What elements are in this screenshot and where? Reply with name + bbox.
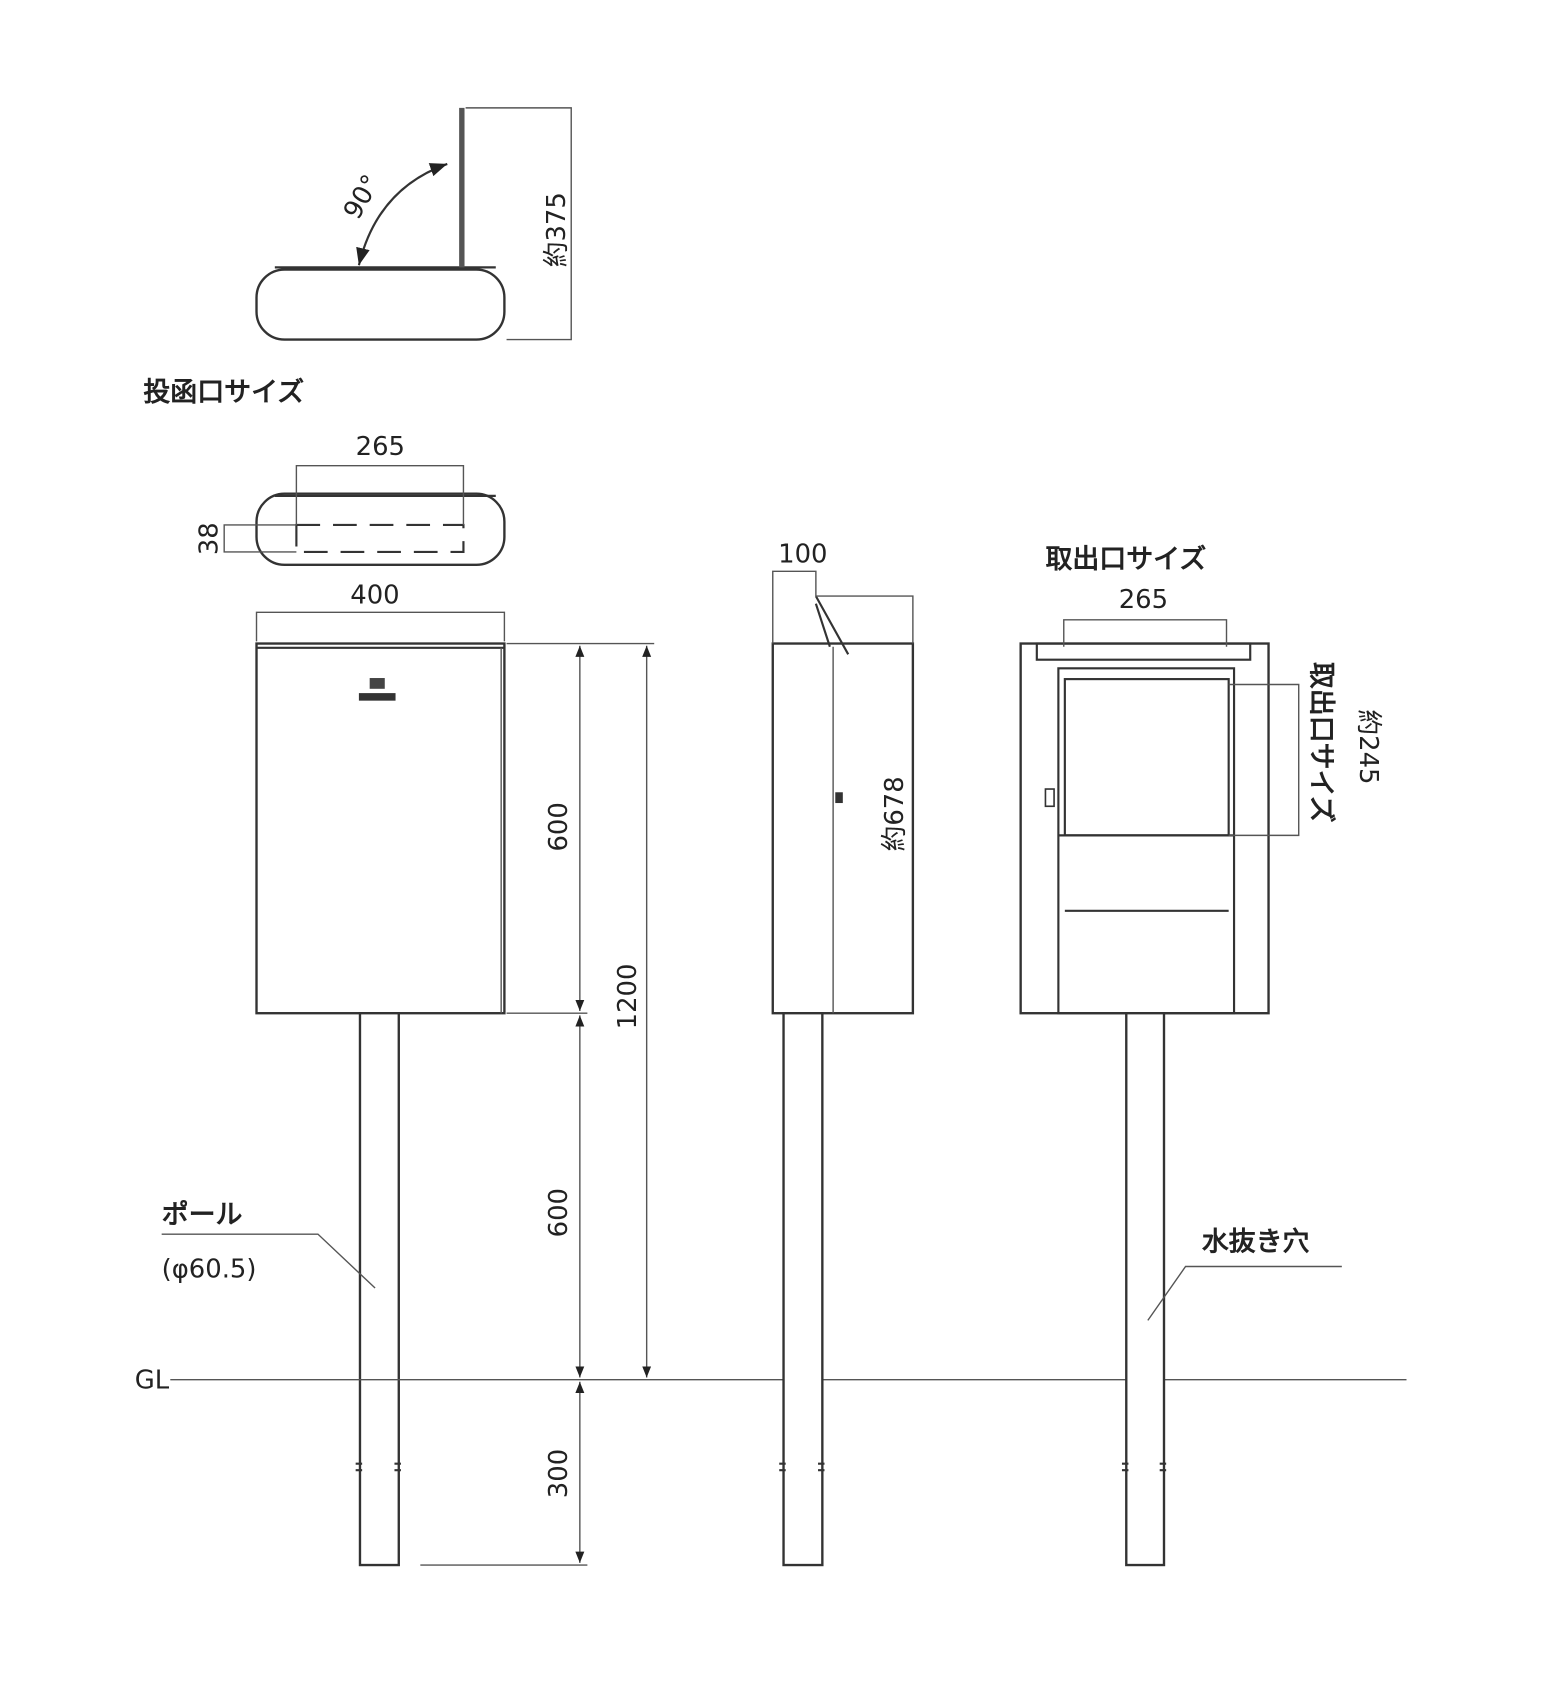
slot-height-label: 38 [195,522,225,555]
insert-slot-title: 投函口サイズ [143,376,304,408]
open-height-label: 約375 [542,192,572,267]
pole-label: ポール [162,1199,243,1230]
front-view: 600 600 1200 300 ポール (φ60.5) GL [135,642,1407,1567]
ground-level-label: GL [135,1365,170,1395]
insert-slot-view: 265 38 400 [195,432,506,642]
buried-depth-label: 300 [544,1449,574,1498]
body-width-label: 400 [350,581,399,611]
drain-hole-label: 水抜き穴 [1202,1226,1310,1257]
brand-logo [358,678,396,701]
outlet-side-title: 取出口サイズ [1306,662,1338,823]
pole-diameter-label: (φ60.5) [162,1254,257,1284]
slot-width-label: 265 [356,432,405,462]
back-view: 取出口サイズ 265 取出口サイズ 約245 水抜き穴 [1019,543,1383,1567]
outlet-title: 取出口サイズ [1045,543,1206,575]
depth-label: 100 [778,540,827,570]
open-height-label: 約678 [880,776,910,851]
side-view: 100 約678 [771,540,915,1567]
outlet-height-label: 約245 [1353,709,1383,784]
upper-height-label: 600 [544,802,574,851]
total-height-label: 1200 [613,964,643,1030]
outlet-width-label: 265 [1119,585,1168,615]
top-view-open: 90° 約375 [255,107,572,341]
lower-height-label: 600 [544,1188,574,1237]
